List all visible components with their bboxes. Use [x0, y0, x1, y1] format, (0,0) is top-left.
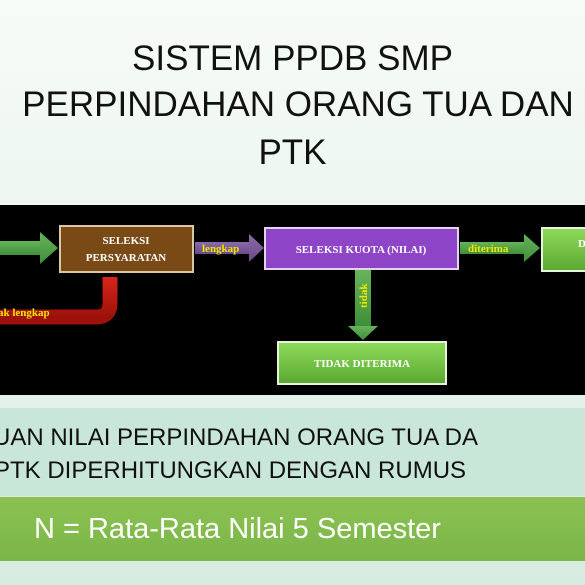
box-final-label: D — [578, 238, 585, 250]
flowchart-diagram: SELEKSI PERSYARATAN lengkap SELEKSI KUOT… — [0, 225, 585, 385]
box-tidak-diterima: TIDAK DITERIMA — [277, 341, 447, 385]
caption-band: UAN NILAI PERPINDAHAN ORANG TUA DA PTK D… — [0, 408, 585, 496]
title-line-2: PERPINDAHAN ORANG TUA DAN — [22, 85, 574, 124]
title-line-1: SISTEM PPDB SMP — [132, 39, 453, 78]
arrow-tidak: tidak — [348, 270, 378, 340]
label-lengkap: lengkap — [202, 243, 239, 255]
box-final: D — [541, 227, 585, 272]
formula-band: N = Rata-Rata Nilai 5 Semester — [0, 497, 585, 561]
arrow-diterima: diterima — [460, 234, 540, 262]
box-seleksi-persyaratan-line1: SELEKSI — [102, 235, 149, 247]
caption-line-1: UAN NILAI PERPINDAHAN ORANG TUA DA — [0, 424, 478, 451]
slide-title: SISTEM PPDB SMP PERPINDAHAN ORANG TUA DA… — [0, 38, 585, 178]
label-tidak: tidak — [358, 283, 370, 308]
formula-text: N = Rata-Rata Nilai 5 Semester — [34, 513, 441, 545]
label-diterima: diterima — [468, 243, 509, 255]
flowchart-panel: SELEKSI PERSYARATAN lengkap SELEKSI KUOT… — [0, 205, 585, 395]
caption-line-2: PTK DIPERHITUNGKAN DENGAN RUMUS — [0, 457, 467, 484]
box-seleksi-persyaratan: SELEKSI PERSYARATAN — [59, 225, 194, 273]
box-seleksi-kuota: SELEKSI KUOTA (NILAI) — [264, 227, 459, 270]
box-seleksi-kuota-label: SELEKSI KUOTA (NILAI) — [296, 244, 427, 256]
title-line-3: PTK — [258, 133, 327, 172]
box-tidak-diterima-label: TIDAK DITERIMA — [314, 358, 410, 370]
box-seleksi-persyaratan-line2: PERSYARATAN — [86, 252, 167, 264]
arrow-lengkap: lengkap — [195, 234, 264, 262]
label-tidak-lengkap: ak lengkap — [0, 307, 50, 319]
arrow-incomplete-loop — [0, 277, 118, 325]
arrow-entry — [0, 232, 58, 264]
